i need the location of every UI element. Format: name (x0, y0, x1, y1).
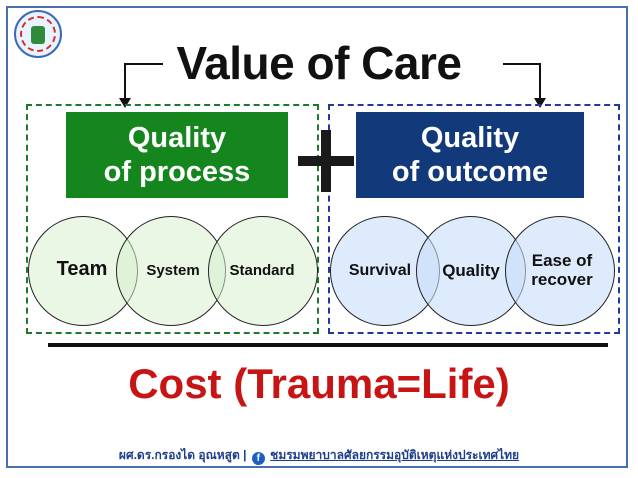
venn-label-ease-of-recover: Ease of recover (531, 251, 593, 289)
footer-author: ผศ.ดร.กรองได อุณหสูต | (118, 448, 247, 462)
outcome-group-outline (328, 104, 620, 334)
venn-circle-ease-of-recover (505, 216, 615, 326)
outcome-box-line2: of outcome (391, 156, 549, 188)
right-arrow (503, 63, 541, 100)
venn-label-team: Team (56, 258, 108, 280)
cost-text: Cost (Trauma=Life) (128, 360, 510, 407)
venn-label-survival: Survival (348, 262, 412, 279)
venn-label-system: System (146, 262, 200, 279)
left-arrow (124, 63, 163, 100)
facebook-page-link[interactable]: ชมรมพยาบาลศัลยกรรมอุบัติเหตุแห่งประเทศไท… (270, 448, 520, 462)
process-box-line1: Quality (127, 122, 227, 154)
logo-ring (20, 16, 56, 52)
page-title: Value of Care (176, 37, 462, 89)
logo-emblem (31, 26, 45, 44)
left-arrow-head (119, 98, 131, 108)
plus-icon (298, 130, 354, 192)
slide-frame (6, 6, 628, 468)
process-group-outline (26, 104, 319, 334)
venn-label-standard: Standard (229, 262, 295, 279)
process-box-line2: of process (103, 156, 251, 188)
facebook-icon[interactable]: f (251, 452, 265, 465)
venn-label-quality: Quality (442, 261, 500, 280)
footer-credit: ผศ.ดร.กรองได อุณหสูต | f ชมรมพยาบาลศัลยก… (0, 446, 638, 465)
quality-of-outcome-box: Quality of outcome (356, 112, 584, 198)
right-arrow-head (534, 98, 546, 108)
association-logo (14, 10, 62, 58)
quality-of-process-box: Quality of process (66, 112, 288, 198)
venn-circle-standard (208, 216, 318, 326)
fraction-divider (48, 343, 608, 347)
outcome-box-line1: Quality (420, 122, 520, 154)
